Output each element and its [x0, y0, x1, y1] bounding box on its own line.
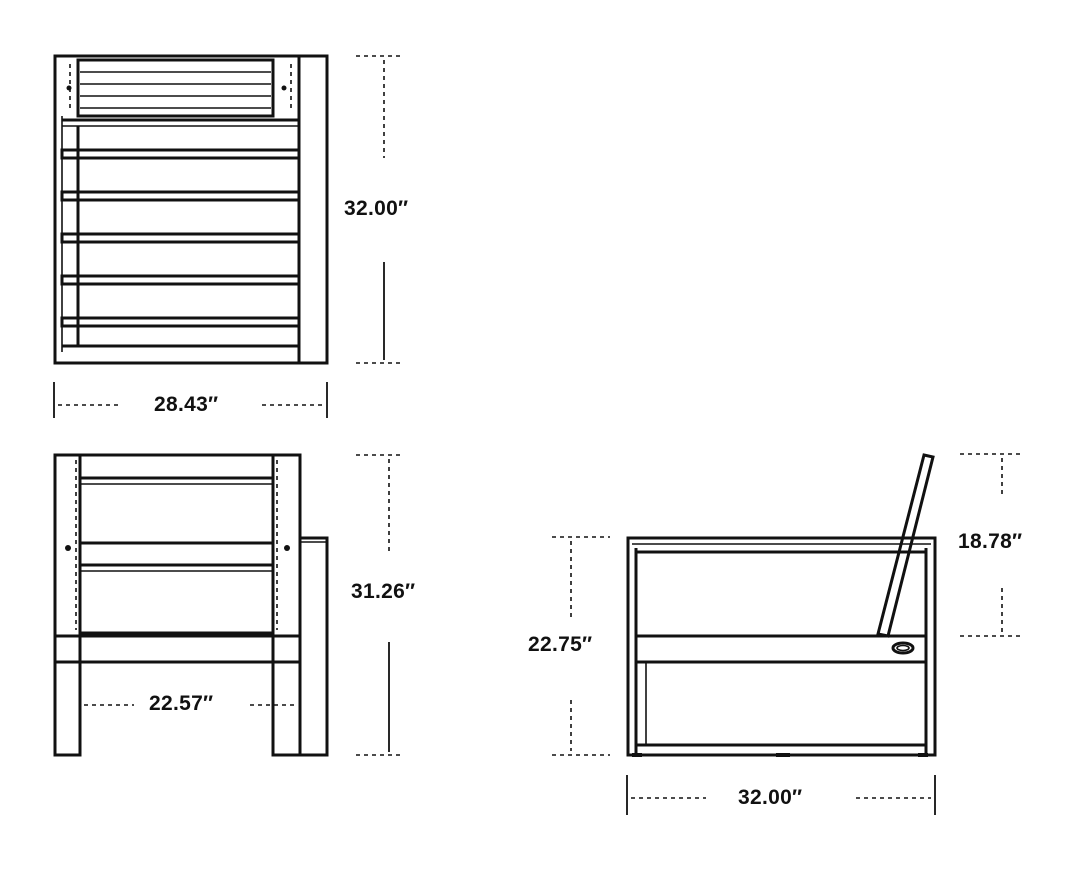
- front-inner-width-label: 22.57″: [146, 692, 217, 716]
- top-seat-slat: [60, 274, 301, 286]
- front-seat-apron: [53, 634, 302, 664]
- top-view: [53, 54, 402, 418]
- side-seat-rail: [634, 634, 928, 664]
- top-view-arm: [297, 54, 329, 365]
- top-seat-slat: [60, 148, 301, 160]
- side-backrest: [876, 453, 935, 638]
- top-seat-slat: [60, 232, 301, 244]
- side-view: [552, 453, 1024, 815]
- top-width-label: 28.43″: [151, 393, 222, 417]
- top-view-back: [76, 58, 275, 118]
- side-depth-label: 32.00″: [735, 786, 806, 810]
- top-seat-slat: [60, 316, 301, 328]
- front-arm: [298, 536, 329, 757]
- side-frame: [626, 536, 937, 757]
- front-view: [53, 453, 404, 757]
- top-depth-label: 32.00″: [341, 197, 412, 221]
- front-back-slat: [78, 476, 275, 545]
- side-back-height-label: 18.78″: [955, 530, 1026, 554]
- top-seat-slat: [60, 190, 301, 202]
- front-back-slat: [78, 563, 275, 635]
- front-height-label: 31.26″: [348, 580, 419, 604]
- side-seat-height-label: 22.75″: [525, 633, 596, 657]
